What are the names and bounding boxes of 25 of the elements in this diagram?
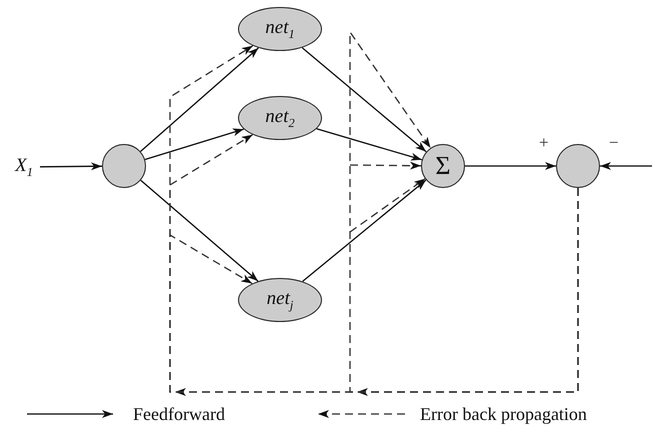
- arrow: [465, 162, 556, 170]
- comparator-circle: [556, 144, 600, 188]
- legend-label: Feedforward: [133, 405, 225, 423]
- arrow: [316, 128, 422, 161]
- arrow: [302, 47, 427, 152]
- neuron-ellipse: [238, 96, 322, 140]
- dashed-arrow: [350, 162, 421, 170]
- arrow: [600, 162, 652, 170]
- summation-circle: [421, 144, 465, 188]
- node-label: net$_{1}$: [265, 18, 295, 40]
- node-label: net$_{j}$: [266, 288, 294, 312]
- minus-sign: −: [609, 134, 619, 151]
- sigma-symbol: Σ: [435, 153, 451, 179]
- dashed-arrow: [350, 178, 426, 233]
- arrow: [140, 47, 259, 152]
- input-label-text: X$_{1}$: [15, 156, 33, 178]
- plus-sign: +: [539, 134, 549, 151]
- legend-label: Error back propagation: [420, 405, 587, 423]
- dashed-arrow: [169, 188, 579, 393]
- arrow: [40, 162, 102, 170]
- input-node-circle: [102, 144, 146, 188]
- arrow: [302, 180, 426, 282]
- arrow: [140, 180, 259, 282]
- node-label: net$_{2}$: [265, 106, 295, 130]
- arrow: [144, 128, 244, 160]
